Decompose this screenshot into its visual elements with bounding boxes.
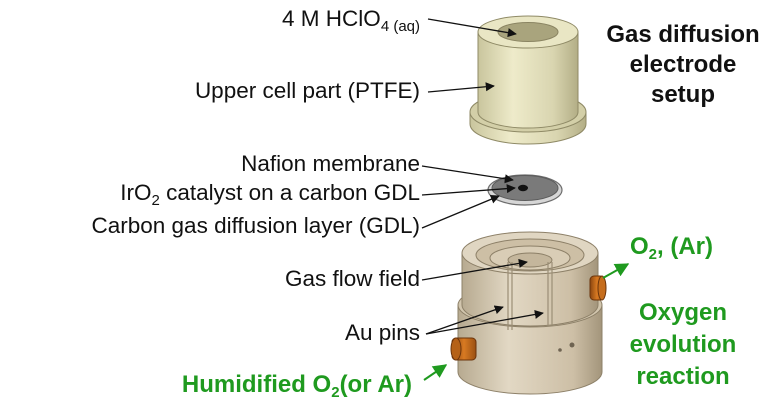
gas-outlet-fitting [589, 275, 607, 301]
upper-cell-label: Upper cell part (PTFE) [194, 78, 420, 103]
reaction-line-1: Oxygen [638, 299, 728, 326]
title-line-1: Gas diffusion [606, 21, 760, 48]
reaction-line-2: evolution [629, 331, 737, 358]
electrolyte-label: 4 M HClO4 (aq) [282, 6, 420, 35]
reaction-line-3: reaction [636, 363, 730, 390]
title-line-2: electrode [629, 51, 737, 78]
catalyst-label: IrO2 catalyst on a carbon GDL [120, 180, 420, 209]
gdl-disk [487, 174, 563, 206]
gas-flow-arrows [423, 263, 630, 381]
humidified-gas-inlet-label: Humidified O2(or Ar) [181, 371, 412, 401]
nafion-label: Nafion membrane [241, 151, 420, 176]
gdl-label: Carbon gas diffusion layer (GDL) [91, 213, 421, 238]
flow-field-label: Gas flow field [284, 266, 420, 291]
pointer-arrows [421, 18, 544, 335]
upper-cell-part [469, 15, 587, 145]
diagram-title: Gas diffusion electrode setup [583, 20, 783, 110]
gas-outlet-label: O2, (Ar) [630, 233, 714, 263]
reaction-label: Oxygen evolution reaction [598, 297, 768, 393]
au-pins-label: Au pins [344, 320, 420, 345]
gas-inlet-fitting [450, 337, 477, 361]
title-line-3: setup [650, 81, 715, 108]
lower-cell-part [450, 231, 607, 395]
